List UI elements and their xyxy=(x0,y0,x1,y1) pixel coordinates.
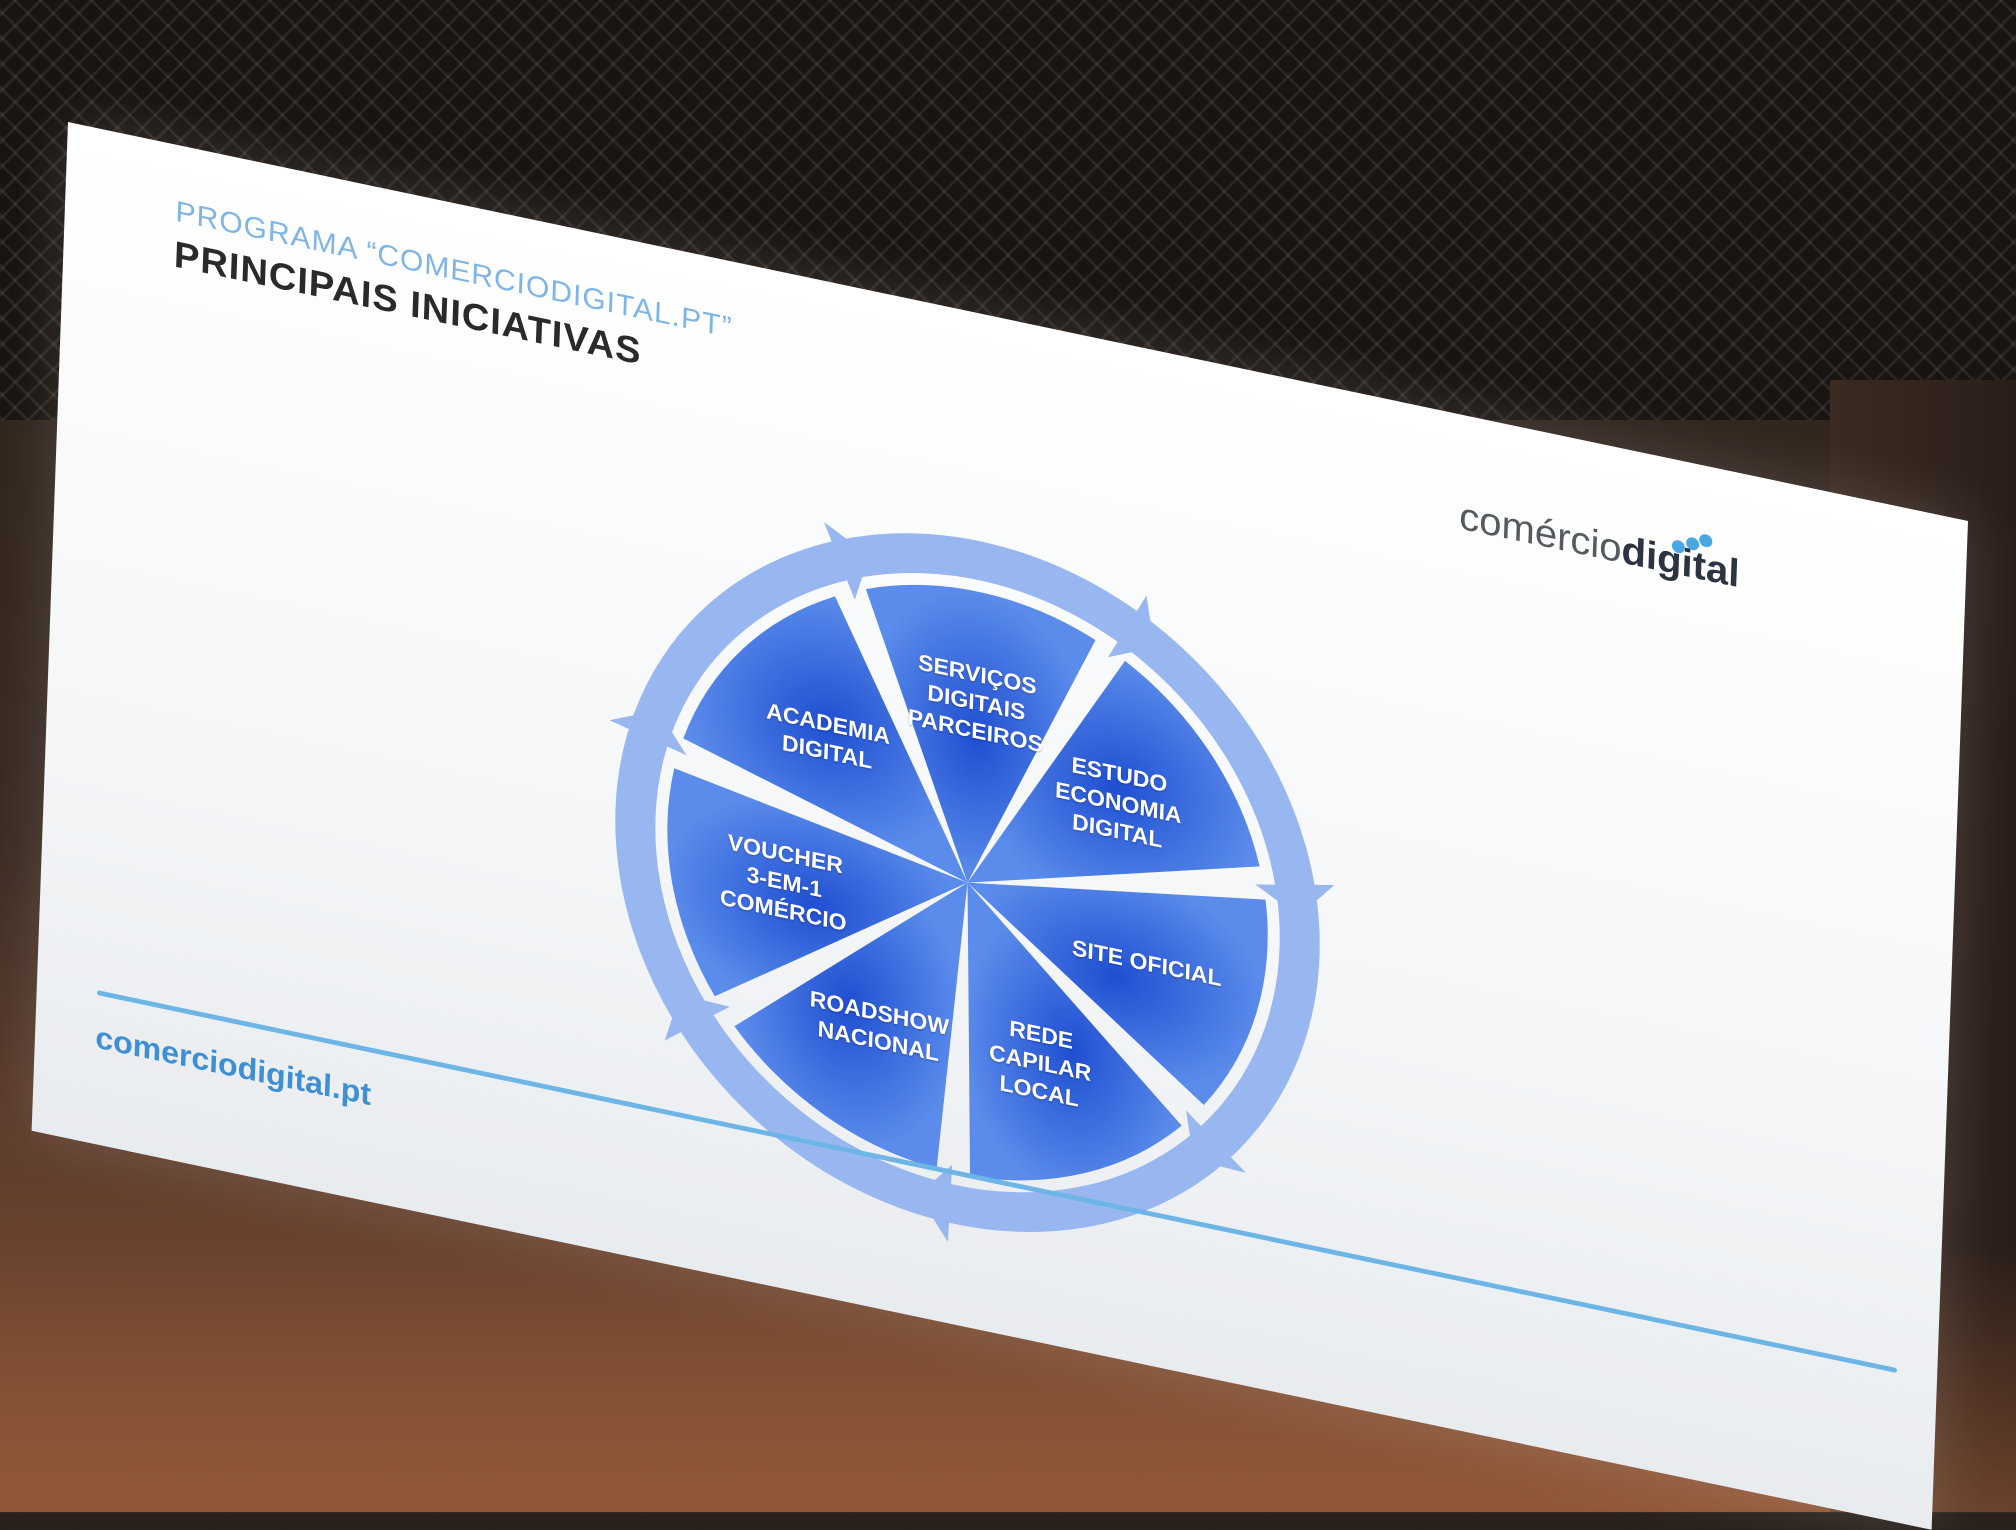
cycle-segment xyxy=(967,660,1260,883)
cycle-arrow-icon xyxy=(631,522,870,740)
cycle-segment xyxy=(967,882,1268,1105)
footer-url-link[interactable]: comerciodigital.pt xyxy=(94,1019,372,1113)
logo-text-comercio: comércio xyxy=(1458,494,1623,572)
cycle-arrow-icon xyxy=(839,533,1155,658)
cycle-segment xyxy=(683,596,968,883)
cycle-segment xyxy=(865,584,1096,883)
cycle-segment xyxy=(667,768,968,997)
slide: PROGRAMA “COMERCIODIGITAL.PT” PRINCIPAIS… xyxy=(31,122,1969,1530)
cycle-segment xyxy=(734,882,968,1169)
comercio-digital-logo: comérciodigital xyxy=(1459,494,1741,596)
cycle-arrow-icon xyxy=(609,710,710,1025)
cycle-arrow-icon xyxy=(1124,616,1335,917)
cycle-svg xyxy=(609,522,1335,1243)
cycle-arrow-icon xyxy=(918,1130,1226,1243)
cycle-arrow-icon xyxy=(664,994,944,1221)
cycle-segment xyxy=(967,882,1182,1181)
cycle-arrow-icon xyxy=(1186,892,1320,1173)
